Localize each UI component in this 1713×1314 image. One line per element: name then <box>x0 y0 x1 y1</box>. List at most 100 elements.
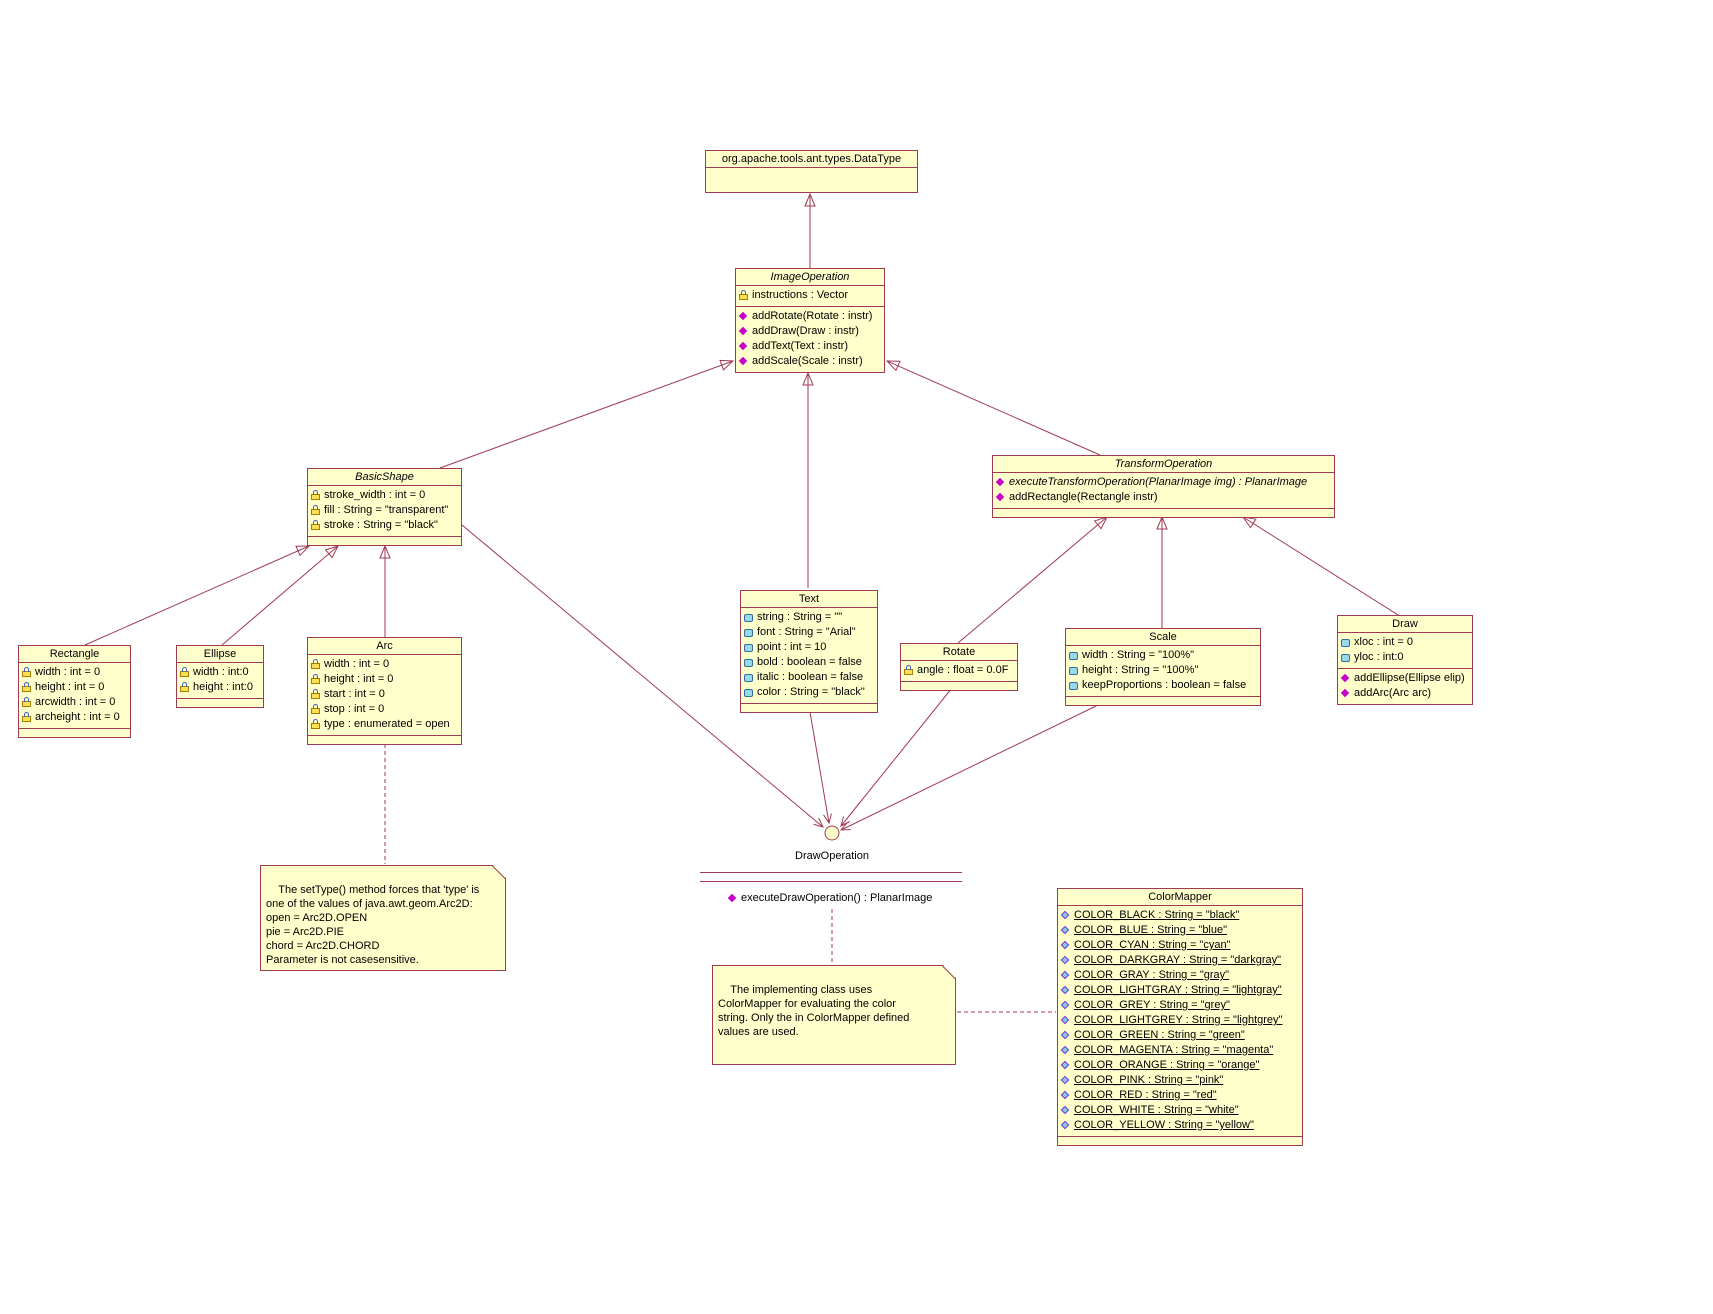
member-text: COLOR_GREEN : String = "green" <box>1074 1029 1245 1041</box>
class-member: angle : float = 0.0F <box>903 663 1015 678</box>
class-member: addArc(Arc arc) <box>1340 686 1470 701</box>
member-text: string : String = "" <box>757 611 843 623</box>
member-text: stroke : String = "black" <box>324 519 438 531</box>
class-image-operation[interactable]: ImageOperation instructions : Vector add… <box>735 268 885 373</box>
blue-icon <box>1068 680 1080 691</box>
member-text: fill : String = "transparent" <box>324 504 449 516</box>
member-text: addArc(Arc arc) <box>1354 687 1432 699</box>
gen-rectangle-basicshape <box>84 546 309 646</box>
interface-lollipop[interactable] <box>824 825 840 841</box>
member-text: executeTransformOperation(PlanarImage im… <box>1009 476 1308 488</box>
key-icon <box>21 712 33 723</box>
class-member: instructions : Vector <box>738 288 882 303</box>
static-icon <box>1060 1075 1072 1086</box>
class-member: string : String = "" <box>743 610 875 625</box>
class-color-mapper[interactable]: ColorMapper COLOR_BLACK : String = "blac… <box>1057 888 1303 1146</box>
key-icon <box>310 689 322 700</box>
method-icon <box>995 492 1007 503</box>
blue-icon <box>743 657 755 668</box>
empty-compartment <box>706 167 917 192</box>
member-text: point : int = 10 <box>757 641 827 653</box>
gen-rotate-transformoperation <box>957 517 1107 644</box>
member-text: stop : int = 0 <box>324 703 385 715</box>
key-icon <box>310 490 322 501</box>
class-member: point : int = 10 <box>743 640 875 655</box>
method-icon <box>738 356 750 367</box>
member-text: addDraw(Draw : instr) <box>752 325 859 337</box>
empty-compartment <box>177 698 263 707</box>
class-text[interactable]: Text string : String = ""font : String =… <box>740 590 878 713</box>
class-member: COLOR_RED : String = "red" <box>1060 1088 1300 1103</box>
class-member: height : int = 0 <box>310 672 459 687</box>
member-text: COLOR_GRAY : String = "gray" <box>1074 969 1230 981</box>
class-member: font : String = "Arial" <box>743 625 875 640</box>
member-text: type : enumerated = open <box>324 718 450 730</box>
class-transform-operation[interactable]: TransformOperation executeTransformOpera… <box>992 455 1335 518</box>
class-datatype[interactable]: org.apache.tools.ant.types.DataType <box>705 150 918 193</box>
class-member: addEllipse(Ellipse elip) <box>1340 671 1470 686</box>
class-member: stroke : String = "black" <box>310 518 459 533</box>
class-title: Ellipse <box>203 648 237 660</box>
key-icon <box>179 667 191 678</box>
note-arc-settype[interactable]: The setType() method forces that 'type' … <box>260 865 506 971</box>
method-icon <box>738 311 750 322</box>
member-text: COLOR_BLACK : String = "black" <box>1074 909 1240 921</box>
class-basic-shape[interactable]: BasicShape stroke_width : int = 0 fill : … <box>307 468 462 546</box>
empty-compartment <box>1066 696 1260 705</box>
static-icon <box>1060 1000 1072 1011</box>
member-text: italic : boolean = false <box>757 671 864 683</box>
member-text: start : int = 0 <box>324 688 385 700</box>
blue-icon <box>743 687 755 698</box>
member-text: angle : float = 0.0F <box>917 664 1009 676</box>
note-colormapper-usage[interactable]: The implementing class uses ColorMapper … <box>712 965 956 1065</box>
class-member: yloc : int:0 <box>1340 650 1470 665</box>
class-title: Scale <box>1149 631 1177 643</box>
static-icon <box>1060 1030 1072 1041</box>
key-icon <box>310 520 322 531</box>
class-title: Arc <box>376 640 393 652</box>
blue-icon <box>1340 652 1352 663</box>
class-member: COLOR_MAGENTA : String = "magenta" <box>1060 1043 1300 1058</box>
class-rotate[interactable]: Rotate angle : float = 0.0F <box>900 643 1018 691</box>
member-text: executeDrawOperation() : PlanarImage <box>741 892 933 904</box>
empty-compartment <box>901 681 1017 690</box>
static-icon <box>1060 1060 1072 1071</box>
key-icon <box>903 665 915 676</box>
attributes-compartment: stroke_width : int = 0 fill : String = "t… <box>308 485 461 536</box>
member-text: addRectangle(Rectangle instr) <box>1009 491 1158 503</box>
class-scale[interactable]: Scale width : String = "100%" height : St… <box>1065 628 1261 706</box>
empty-compartment <box>993 508 1334 517</box>
empty-compartment <box>741 703 877 712</box>
static-icon <box>1060 955 1072 966</box>
class-member: height : String = "100%" <box>1068 663 1258 678</box>
member-text: width : int = 0 <box>35 666 101 678</box>
note-text: The implementing class uses ColorMapper … <box>718 984 910 1038</box>
member-text: archeight : int = 0 <box>35 711 120 723</box>
member-text: yloc : int:0 <box>1354 651 1404 663</box>
class-member: COLOR_WHITE : String = "white" <box>1060 1103 1300 1118</box>
class-member: type : enumerated = open <box>310 717 459 732</box>
blue-icon <box>1340 637 1352 648</box>
member-text: width : String = "100%" <box>1082 649 1195 661</box>
member-text: addText(Text : instr) <box>752 340 848 352</box>
class-member: COLOR_ORANGE : String = "orange" <box>1060 1058 1300 1073</box>
blue-icon <box>1068 665 1080 676</box>
methods-compartment: addEllipse(Ellipse elip)addArc(Arc arc) <box>1338 668 1472 704</box>
class-title: BasicShape <box>355 471 414 483</box>
class-title: Rectangle <box>49 648 100 660</box>
class-member: COLOR_GRAY : String = "gray" <box>1060 968 1300 983</box>
member-text: COLOR_WHITE : String = "white" <box>1074 1104 1239 1116</box>
member-text: bold : boolean = false <box>757 656 862 668</box>
member-text: COLOR_RED : String = "red" <box>1074 1089 1217 1101</box>
member-text: stroke_width : int = 0 <box>324 489 426 501</box>
static-icon <box>1060 1120 1072 1131</box>
key-icon <box>738 290 750 301</box>
method-icon <box>738 326 750 337</box>
member-text: COLOR_GREY : String = "grey" <box>1074 999 1230 1011</box>
member-text: COLOR_BLUE : String = "blue" <box>1074 924 1228 936</box>
